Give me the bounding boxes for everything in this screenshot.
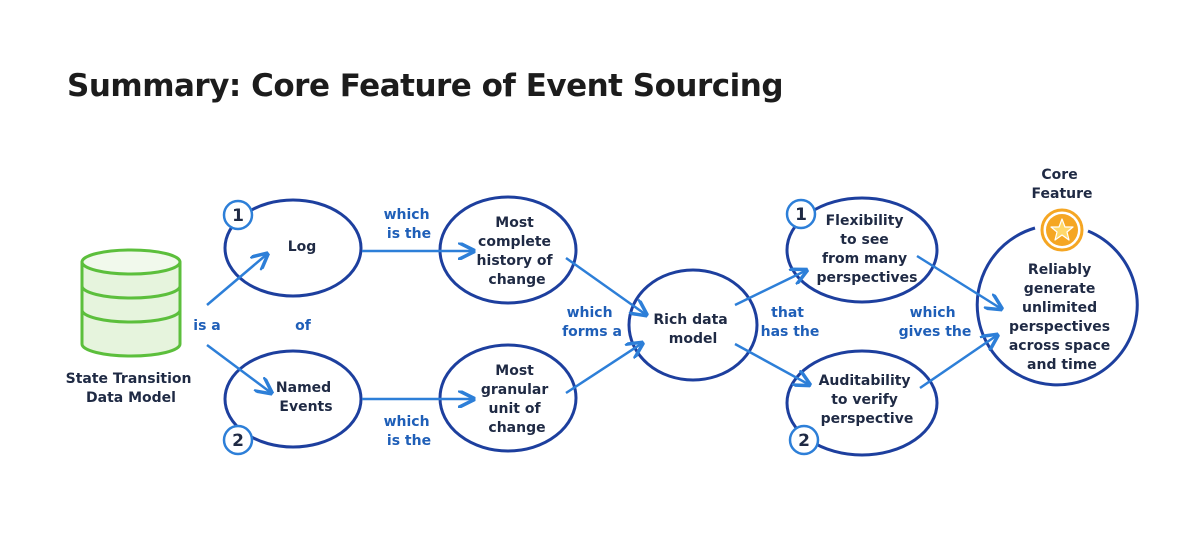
edge-label-is-a: is a <box>193 318 220 334</box>
arrow-history-to-rich <box>565 256 645 314</box>
named-events-label: Named Events <box>276 380 336 415</box>
flexibility-label: Flexibility to see from many perspective… <box>816 213 917 286</box>
arrow-rich-to-auditability <box>734 342 808 384</box>
svg-text:1: 1 <box>795 205 807 225</box>
arrow-model-to-log <box>206 255 266 306</box>
arrow-model-to-events <box>206 343 270 392</box>
complete-history-label: Most complete history of change <box>477 215 558 288</box>
arrow-auditability-to-core <box>919 336 996 390</box>
named-events-badge: 2 <box>222 424 254 456</box>
edge-label-of: of <box>295 318 312 334</box>
flexibility-node <box>785 196 939 304</box>
auditability-label: Auditability to verify perspective <box>819 373 916 427</box>
arrow-granular-to-rich <box>565 344 641 395</box>
page-title: Summary: Core Feature of Event Sourcing <box>67 68 784 104</box>
star-icon <box>1040 208 1084 252</box>
arrow-flexibility-to-core <box>916 254 1000 308</box>
rich-model-label: Rich data model <box>653 312 732 347</box>
state-model-label: State Transition Data Model <box>66 371 197 406</box>
core-feature-header: Core Feature <box>1032 167 1093 202</box>
named-events-node <box>223 349 363 449</box>
arrow-rich-to-flexibility <box>734 271 805 307</box>
svg-text:2: 2 <box>232 431 244 451</box>
auditability-node <box>785 349 939 457</box>
edge-label-which-is-the-bottom: which is the <box>384 414 435 449</box>
core-feature-node <box>975 226 1139 387</box>
edge-label-which-gives-the: which gives the <box>899 305 972 340</box>
log-node <box>223 198 363 298</box>
auditability-badge: 2 <box>788 424 820 456</box>
flexibility-badge: 1 <box>785 198 817 230</box>
edge-label-which-forms-a: which forms a <box>562 305 622 340</box>
rich-model-node <box>627 268 759 382</box>
database-icon <box>80 248 182 358</box>
log-badge: 1 <box>222 199 254 231</box>
edge-label-that-has-the: that has the <box>761 305 820 340</box>
granular-unit-label: Most granular unit of change <box>481 363 553 436</box>
core-feature-label: Reliably generate unlimited perspectives… <box>1009 262 1115 373</box>
log-label: Log <box>288 239 317 255</box>
svg-text:1: 1 <box>232 206 244 226</box>
svg-text:2: 2 <box>798 431 810 451</box>
edge-label-which-is-the-top: which is the <box>384 207 435 242</box>
